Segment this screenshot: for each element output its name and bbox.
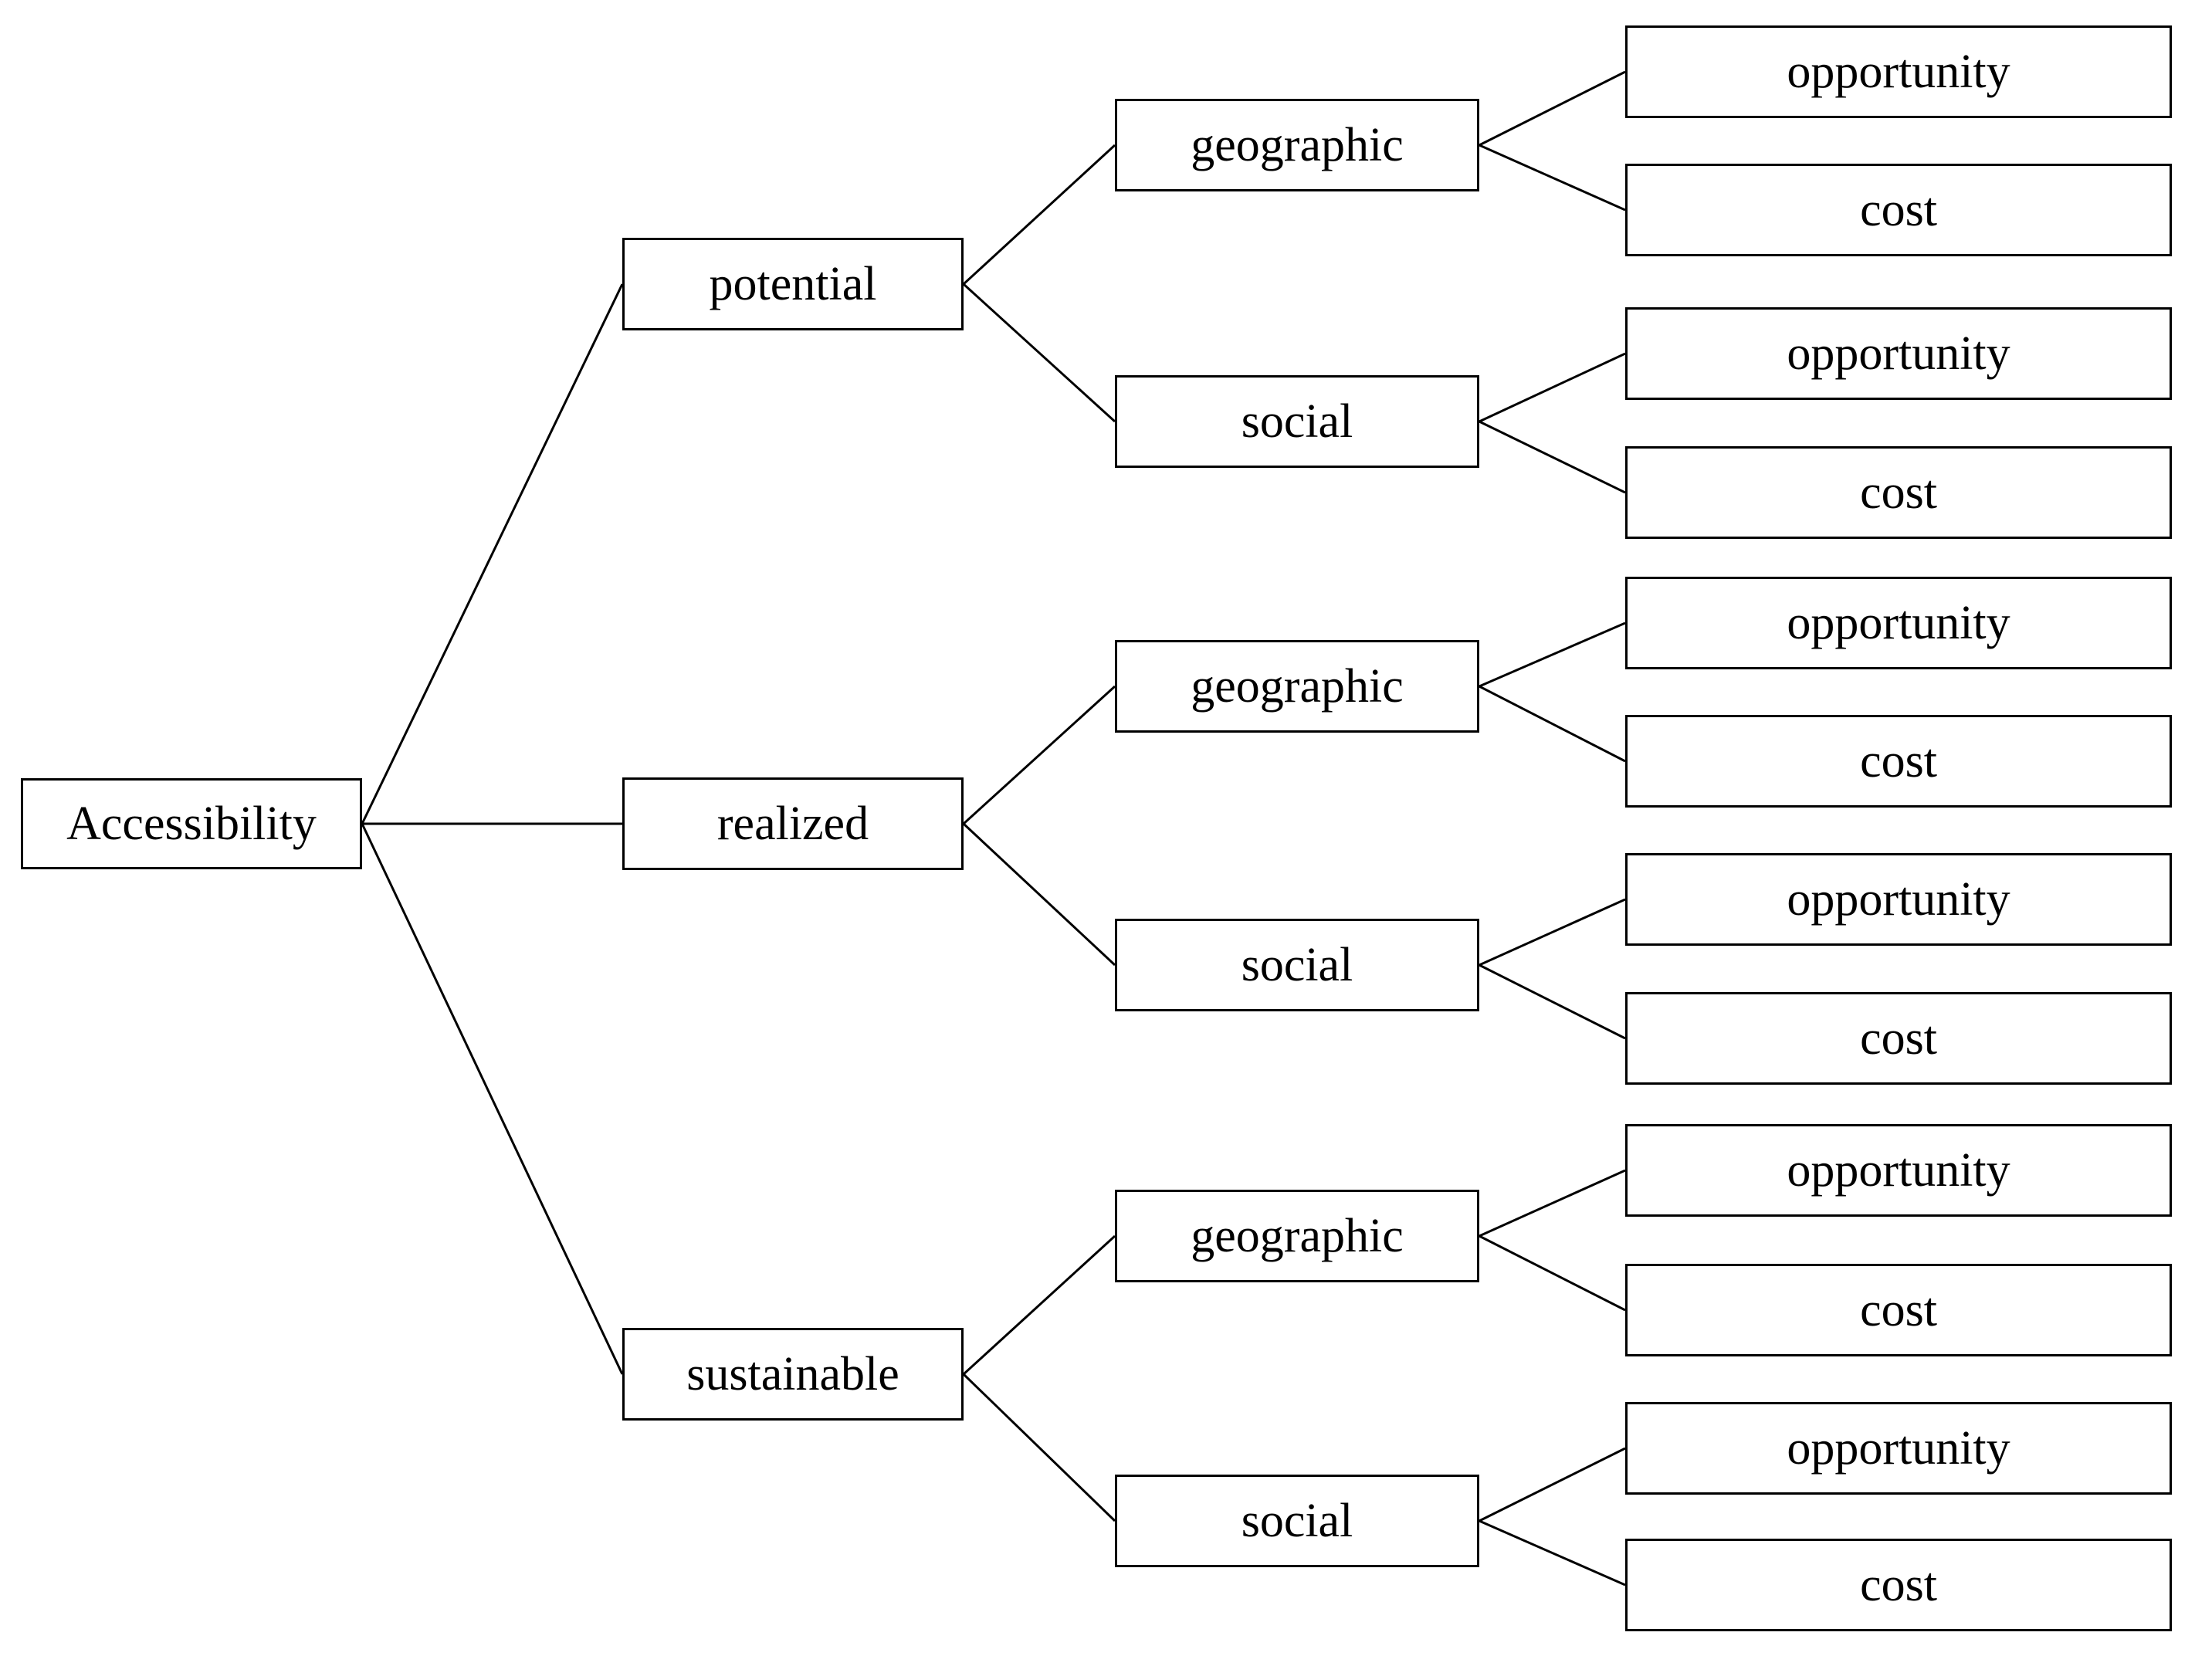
- tree-node-sustainable-social[interactable]: social: [1115, 1475, 1479, 1567]
- tree-node-leaf-2[interactable]: cost: [1625, 164, 2172, 256]
- node-label: social: [1241, 395, 1353, 448]
- node-label: cost: [1860, 735, 1937, 787]
- tree-node-leaf-11[interactable]: opportunity: [1625, 1402, 2172, 1495]
- edge-root-to-sustainable: [362, 824, 622, 1374]
- edge-realized-social-to-leaf-7: [1479, 899, 1625, 965]
- tree-node-leaf-5[interactable]: opportunity: [1625, 577, 2172, 669]
- node-label: social: [1241, 939, 1353, 991]
- edge-realized-geographic-to-leaf-5: [1479, 623, 1625, 686]
- tree-node-leaf-1[interactable]: opportunity: [1625, 25, 2172, 118]
- node-label: realized: [716, 798, 869, 850]
- edge-sustainable-geographic-to-leaf-9: [1479, 1170, 1625, 1236]
- edge-sustainable-social-to-leaf-12: [1479, 1521, 1625, 1585]
- tree-node-sustainable-geographic[interactable]: geographic: [1115, 1190, 1479, 1282]
- tree-node-leaf-9[interactable]: opportunity: [1625, 1124, 2172, 1217]
- edge-potential-social-to-leaf-4: [1479, 422, 1625, 493]
- node-label: cost: [1860, 1012, 1937, 1065]
- edge-realized-social-to-leaf-8: [1479, 965, 1625, 1038]
- tree-node-leaf-3[interactable]: opportunity: [1625, 307, 2172, 400]
- edge-realized-to-realized-social: [964, 824, 1115, 965]
- node-label: geographic: [1191, 660, 1404, 713]
- edge-realized-to-realized-geographic: [964, 686, 1115, 824]
- edge-potential-geographic-to-leaf-1: [1479, 72, 1625, 145]
- tree-node-realized[interactable]: realized: [622, 777, 964, 870]
- node-label: opportunity: [1787, 1422, 2010, 1475]
- tree-node-root[interactable]: Accessibility: [21, 778, 362, 869]
- tree-node-realized-social[interactable]: social: [1115, 919, 1479, 1011]
- edge-potential-geographic-to-leaf-2: [1479, 145, 1625, 210]
- edge-sustainable-to-sustainable-geographic: [964, 1236, 1115, 1374]
- node-label: Accessibility: [66, 798, 317, 850]
- edge-sustainable-social-to-leaf-11: [1479, 1448, 1625, 1521]
- tree-node-leaf-8[interactable]: cost: [1625, 992, 2172, 1085]
- node-label: cost: [1860, 466, 1937, 519]
- tree-node-leaf-10[interactable]: cost: [1625, 1264, 2172, 1356]
- node-label: potential: [709, 258, 877, 310]
- node-label: sustainable: [686, 1348, 899, 1400]
- tree-node-potential-geographic[interactable]: geographic: [1115, 99, 1479, 191]
- node-label: cost: [1860, 184, 1937, 236]
- tree-node-potential[interactable]: potential: [622, 238, 964, 330]
- tree-node-realized-geographic[interactable]: geographic: [1115, 640, 1479, 733]
- edge-root-to-potential: [362, 284, 622, 824]
- node-label: opportunity: [1787, 1144, 2010, 1197]
- tree-node-leaf-12[interactable]: cost: [1625, 1539, 2172, 1631]
- node-label: social: [1241, 1495, 1353, 1547]
- node-label: cost: [1860, 1284, 1937, 1336]
- tree-node-leaf-6[interactable]: cost: [1625, 715, 2172, 808]
- edge-sustainable-to-sustainable-social: [964, 1374, 1115, 1521]
- node-label: opportunity: [1787, 873, 2010, 926]
- edge-potential-to-potential-geographic: [964, 145, 1115, 284]
- edge-potential-to-potential-social: [964, 284, 1115, 422]
- node-label: geographic: [1191, 1210, 1404, 1262]
- node-label: geographic: [1191, 119, 1404, 171]
- node-label: opportunity: [1787, 327, 2010, 380]
- node-label: cost: [1860, 1559, 1937, 1611]
- edge-realized-geographic-to-leaf-6: [1479, 686, 1625, 761]
- tree-node-leaf-4[interactable]: cost: [1625, 446, 2172, 539]
- edge-potential-social-to-leaf-3: [1479, 354, 1625, 422]
- edge-sustainable-geographic-to-leaf-10: [1479, 1236, 1625, 1310]
- tree-node-leaf-7[interactable]: opportunity: [1625, 853, 2172, 946]
- tree-node-potential-social[interactable]: social: [1115, 375, 1479, 468]
- node-label: opportunity: [1787, 597, 2010, 649]
- tree-node-sustainable[interactable]: sustainable: [622, 1328, 964, 1421]
- node-label: opportunity: [1787, 46, 2010, 98]
